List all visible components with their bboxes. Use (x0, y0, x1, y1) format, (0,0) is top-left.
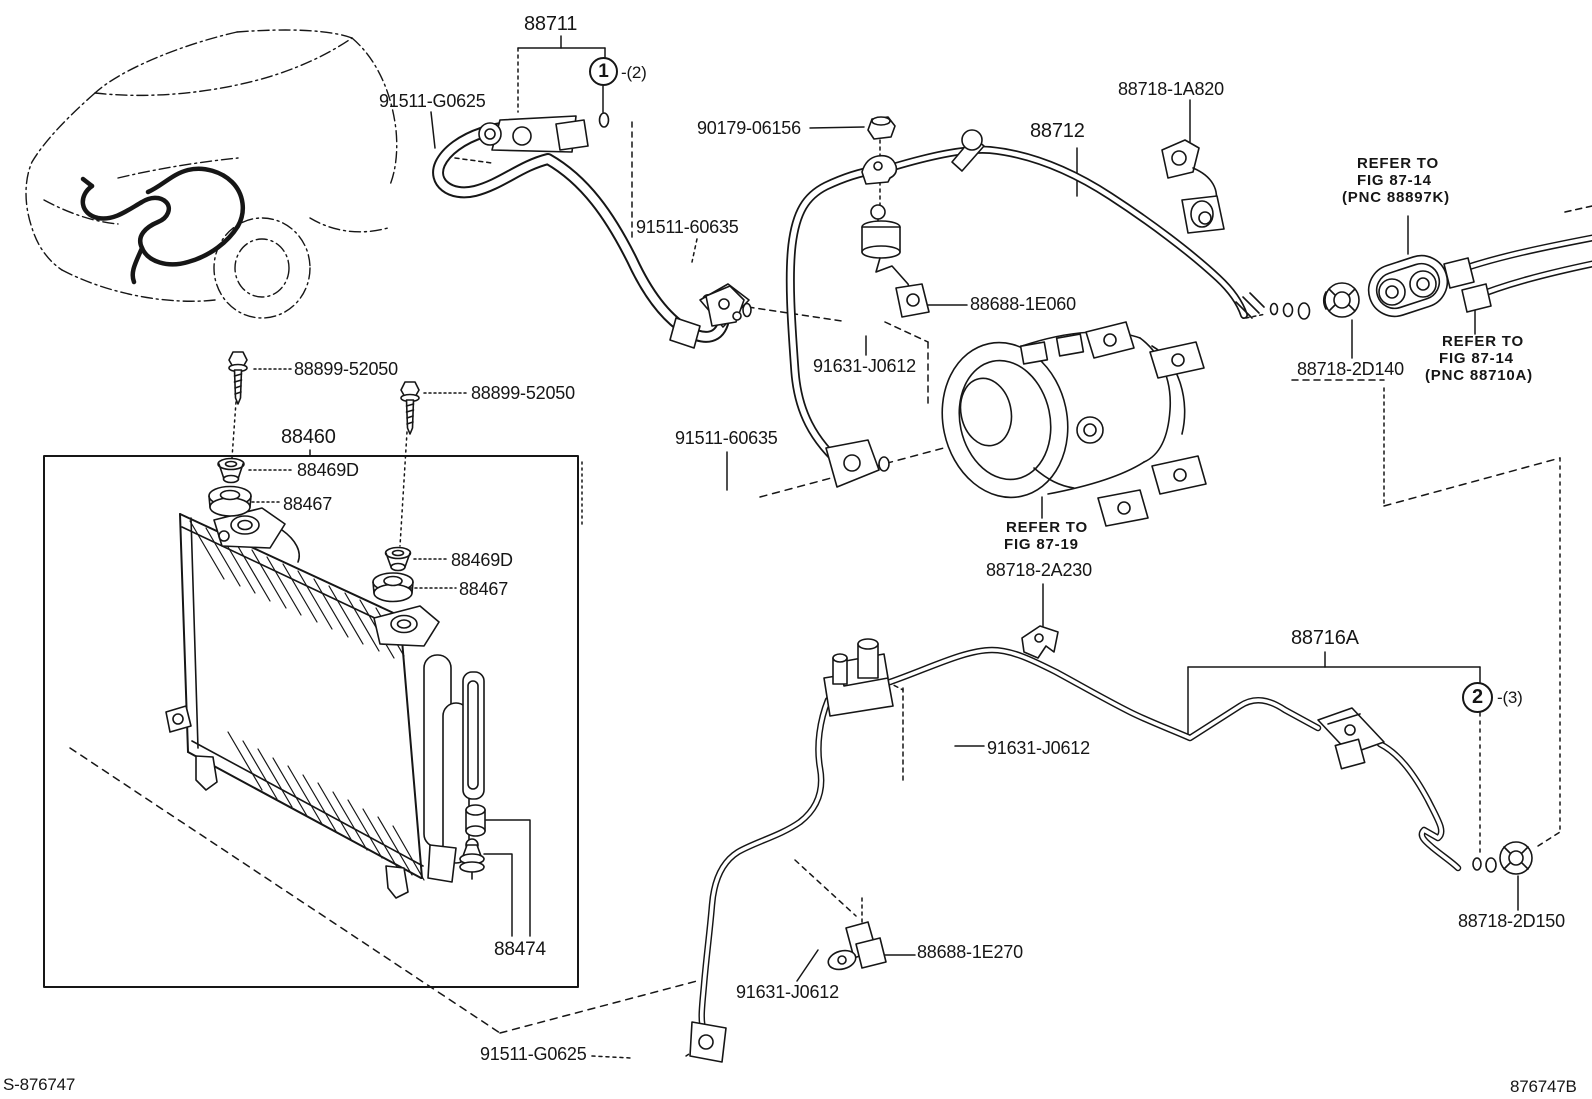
label-91511-60635-a[interactable]: 91511-60635 (636, 217, 739, 237)
condenser-box (43, 455, 579, 988)
part-88688-1E270 (827, 921, 887, 971)
pipe-bracket-88716A (1317, 707, 1385, 770)
part-88718-1A820 (1161, 139, 1225, 234)
label-88469D-b[interactable]: 88469D (451, 550, 513, 570)
callout-2-quantity: -(3) (1497, 688, 1523, 707)
stud-88899-52050-b (400, 381, 420, 435)
label-88718-2A230[interactable]: 88718-2A230 (986, 560, 1092, 580)
part-88688-1E060 (861, 204, 930, 318)
refer-note-3-line3: (PNC 88710A) (1425, 367, 1533, 384)
refer-note-2-line2: FIG 87-19 (1004, 536, 1079, 553)
label-88718-2D140[interactable]: 88718-2D140 (1297, 359, 1404, 379)
label-90179-06156[interactable]: 90179-06156 (697, 118, 801, 138)
label-88688-1E270[interactable]: 88688-1E270 (917, 942, 1023, 962)
label-91631-J0612-c[interactable]: 91631-J0612 (736, 982, 839, 1002)
construction-dashed-lines (69, 47, 1561, 1059)
footer-code-left: S-876747 (3, 1075, 76, 1094)
label-91631-J0612-b[interactable]: 91631-J0612 (987, 738, 1090, 758)
label-88711[interactable]: 88711 (524, 13, 578, 35)
part-88474 (459, 804, 486, 880)
refer-note-2-line1: REFER TO (1006, 519, 1088, 536)
label-88718-1A820[interactable]: 88718-1A820 (1118, 79, 1224, 99)
pipe-88712 (785, 129, 1311, 488)
label-91631-J0612-a[interactable]: 91631-J0612 (813, 356, 916, 376)
label-88899-52050-a[interactable]: 88899-52050 (294, 359, 398, 379)
label-88474[interactable]: 88474 (494, 939, 546, 960)
label-88460[interactable]: 88460 (281, 426, 336, 448)
callout-1-quantity: -(2) (621, 63, 647, 82)
label-88688-1E060[interactable]: 88688-1E060 (970, 294, 1076, 314)
hoses-pnc-88710A (1443, 205, 1592, 313)
part-88469D-b (384, 546, 412, 572)
part-88467-b (372, 572, 414, 603)
part-88467-a (208, 485, 252, 517)
callout-1-circle[interactable]: 1 (589, 57, 618, 86)
label-91511-G0625-a[interactable]: 91511-G0625 (379, 91, 486, 111)
harness-bold-sketch (80, 166, 246, 285)
leader-lines (309, 35, 1519, 982)
refer-note-3-line2: FIG 87-14 (1439, 350, 1514, 367)
refer-note-1-line2: FIG 87-14 (1357, 172, 1432, 189)
label-88712[interactable]: 88712 (1030, 120, 1085, 142)
part-90179-06156 (867, 116, 896, 140)
compressor (941, 321, 1207, 527)
label-91511-G0625-b[interactable]: 91511-G0625 (480, 1044, 587, 1064)
part-88718-2D140 (1322, 282, 1360, 318)
footer-code-right: 876747B (1510, 1077, 1577, 1096)
label-88899-52050-b[interactable]: 88899-52050 (471, 383, 575, 403)
part-88469D-a (217, 457, 245, 484)
label-88467-b[interactable]: 88467 (459, 579, 509, 599)
refer-note-1-line3: (PNC 88897K) (1342, 189, 1450, 206)
condenser-fins-lower (227, 731, 425, 881)
label-91511-60635-b[interactable]: 91511-60635 (675, 428, 778, 448)
label-88469D-a[interactable]: 88469D (297, 460, 359, 480)
refer-note-1-line1: REFER TO (1357, 155, 1439, 172)
label-88716A[interactable]: 88716A (1291, 627, 1359, 649)
stud-88899-52050-a (228, 351, 248, 405)
part-pnc-88897K (1367, 254, 1449, 318)
pipe-88716A (689, 625, 1533, 1063)
label-88718-2D150[interactable]: 88718-2D150 (1458, 911, 1565, 931)
part-88718-2D150 (1499, 841, 1533, 875)
label-88467-a[interactable]: 88467 (283, 494, 333, 514)
part-88718-2A230 (1021, 625, 1059, 659)
callout-2-circle[interactable]: 2 (1462, 682, 1493, 713)
refer-note-3-line1: REFER TO (1442, 333, 1524, 350)
fasteners (228, 165, 935, 1061)
car-outline-sketch (25, 29, 398, 319)
hose-88711 (432, 112, 752, 349)
